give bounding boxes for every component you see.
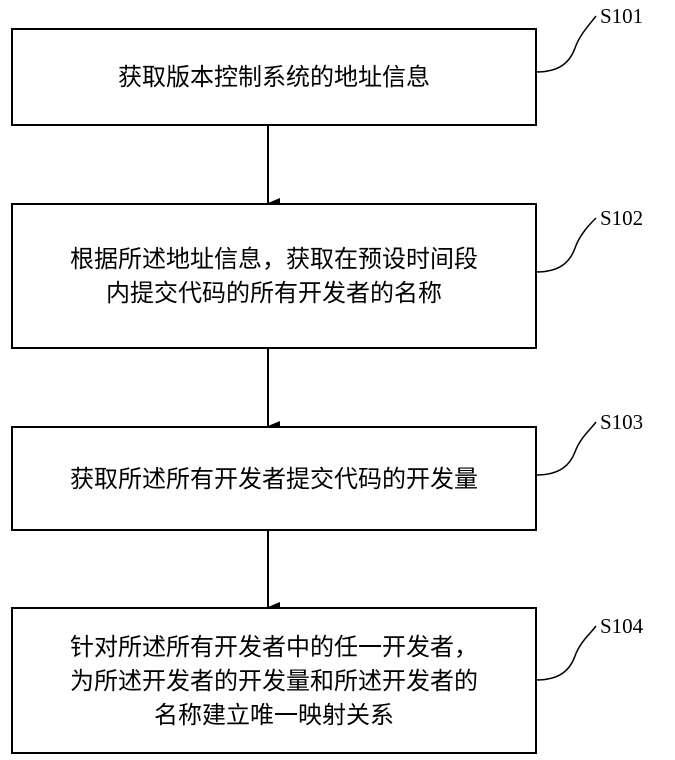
step-label-s101: S101 bbox=[600, 4, 643, 28]
step-box-s104: 针对所述所有开发者中的任一开发者， 为所述开发者的开发量和所述开发者的 名称建立… bbox=[11, 607, 537, 754]
step-text-s104: 针对所述所有开发者中的任一开发者， 为所述开发者的开发量和所述开发者的 名称建立… bbox=[70, 630, 478, 732]
step-box-s101: 获取版本控制系统的地址信息 bbox=[11, 28, 537, 126]
step-label-s104: S104 bbox=[600, 614, 643, 638]
leader-line-s102 bbox=[536, 218, 596, 272]
step-label-s102: S102 bbox=[600, 206, 643, 230]
step-text-s101: 获取版本控制系统的地址信息 bbox=[118, 60, 430, 94]
step-text-s102: 根据所述地址信息，获取在预设时间段 内提交代码的所有开发者的名称 bbox=[70, 242, 478, 310]
step-box-s102: 根据所述地址信息，获取在预设时间段 内提交代码的所有开发者的名称 bbox=[11, 203, 537, 349]
step-text-s103: 获取所述所有开发者提交代码的开发量 bbox=[70, 462, 478, 496]
leader-line-s103 bbox=[536, 422, 596, 475]
step-box-s103: 获取所述所有开发者提交代码的开发量 bbox=[11, 426, 537, 531]
step-label-s103: S103 bbox=[600, 410, 643, 434]
leader-line-s104 bbox=[536, 626, 596, 680]
leader-line-s101 bbox=[536, 16, 596, 72]
